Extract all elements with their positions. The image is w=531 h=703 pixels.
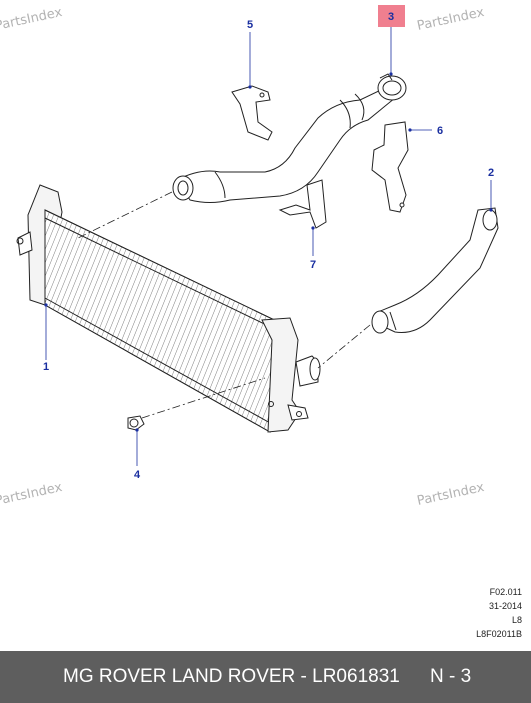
bracket-5[interactable]: [231, 85, 273, 141]
upper-intake-pipe[interactable]: [172, 73, 407, 203]
svg-text:PartsIndex: PartsIndex: [416, 480, 486, 509]
callout-4[interactable]: 4: [134, 469, 141, 481]
callout-6[interactable]: 6: [437, 125, 443, 137]
assembly-lines: [77, 191, 371, 419]
callout-5[interactable]: 5: [247, 19, 253, 31]
watermark-bottom-right: PartsIndex: [416, 480, 486, 509]
footer-title: MG ROVER LAND ROVER - LR061831: [63, 666, 400, 687]
callout-1[interactable]: 1: [43, 361, 49, 373]
bracket-7[interactable]: [278, 179, 327, 229]
callout-7[interactable]: 7: [310, 259, 316, 271]
reference-date: 31-2014: [488, 601, 522, 611]
callout-3[interactable]: 3: [388, 11, 394, 23]
watermark-top-right: PartsIndex: [416, 5, 486, 34]
bolt-4[interactable]: [127, 415, 145, 431]
reference-model: L8: [511, 615, 522, 625]
reference-code-1: F02.011: [489, 587, 522, 597]
reference-code-2: L8F02011B: [476, 629, 522, 639]
parts-diagram: PartsIndex PartsIndex PartsIndex PartsIn…: [0, 5, 499, 509]
callout-2[interactable]: 2: [488, 167, 494, 179]
leader-lines: [45, 25, 492, 466]
watermark-bottom-left: PartsIndex: [0, 480, 64, 509]
svg-text:PartsIndex: PartsIndex: [416, 5, 486, 34]
lower-pipe[interactable]: [371, 207, 499, 334]
intercooler-core[interactable]: [16, 184, 321, 433]
svg-text:PartsIndex: PartsIndex: [0, 480, 64, 509]
callout-3-highlight: [378, 5, 405, 27]
callout-labels: 1 2 3 4 5 6 7: [43, 11, 494, 481]
bracket-6[interactable]: [371, 121, 409, 213]
watermark-top-left: PartsIndex: [0, 5, 64, 34]
svg-text:PartsIndex: PartsIndex: [0, 5, 64, 34]
footer-bar: MG ROVER LAND ROVER - LR061831 N - 3: [0, 651, 531, 703]
leader-dots: [44, 72, 493, 432]
footer-page: N - 3: [430, 666, 472, 687]
